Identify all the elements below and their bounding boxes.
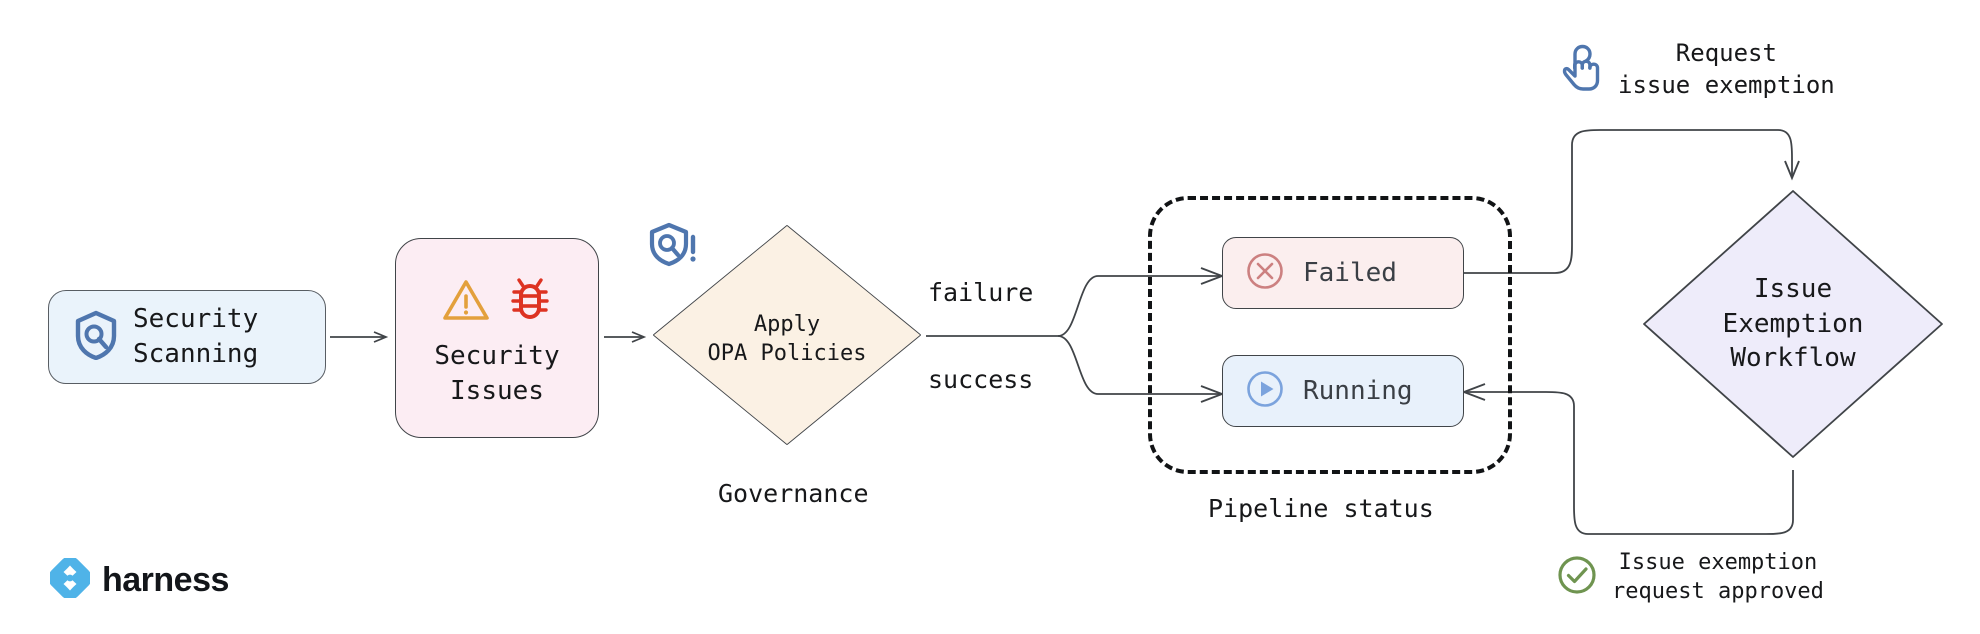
check-circle-icon: [1556, 554, 1598, 600]
status-label: Running: [1303, 375, 1413, 406]
bug-icon: [508, 277, 552, 327]
node-governance-diamond[interactable]: Apply OPA Policies: [648, 220, 926, 450]
play-circle-icon: [1245, 369, 1285, 413]
node-issue-exemption-workflow[interactable]: Issue Exemption Workflow: [1638, 185, 1948, 463]
node-security-scanning[interactable]: Security Scanning: [48, 290, 326, 384]
node-label: Issue Exemption Workflow: [1722, 273, 1864, 374]
shield-search-icon: [73, 310, 119, 364]
pipeline-status-group: [1148, 196, 1512, 474]
click-hand-icon: [1562, 44, 1604, 96]
status-label: Failed: [1303, 257, 1397, 288]
node-label: Security Issues: [434, 341, 560, 406]
annotation-text: Issue exemption request approved: [1612, 550, 1824, 605]
warning-triangle-icon: [442, 278, 490, 326]
status-failed[interactable]: Failed: [1222, 237, 1464, 309]
edge-label-success: success: [928, 365, 1034, 394]
annotation-request-exemption: Request issue exemption: [1562, 38, 1835, 102]
annotation-text: Request issue exemption: [1618, 39, 1835, 99]
node-security-issues[interactable]: Security Issues: [395, 238, 599, 438]
harness-logo-icon: [48, 556, 92, 602]
harness-wordmark: harness: [102, 560, 229, 599]
status-running[interactable]: Running: [1222, 355, 1464, 427]
annotation-request-approved: Issue exemption request approved: [1556, 548, 1824, 607]
harness-logo: harness: [48, 556, 229, 602]
node-label: Apply OPA Policies: [707, 311, 867, 366]
x-circle-icon: [1245, 251, 1285, 295]
caption-governance: Governance: [718, 479, 869, 508]
edge-label-failure: failure: [928, 278, 1034, 307]
issue-icons: [442, 277, 552, 327]
caption-pipeline-status: Pipeline status: [1208, 494, 1434, 523]
node-label: Security Scanning: [133, 304, 259, 369]
